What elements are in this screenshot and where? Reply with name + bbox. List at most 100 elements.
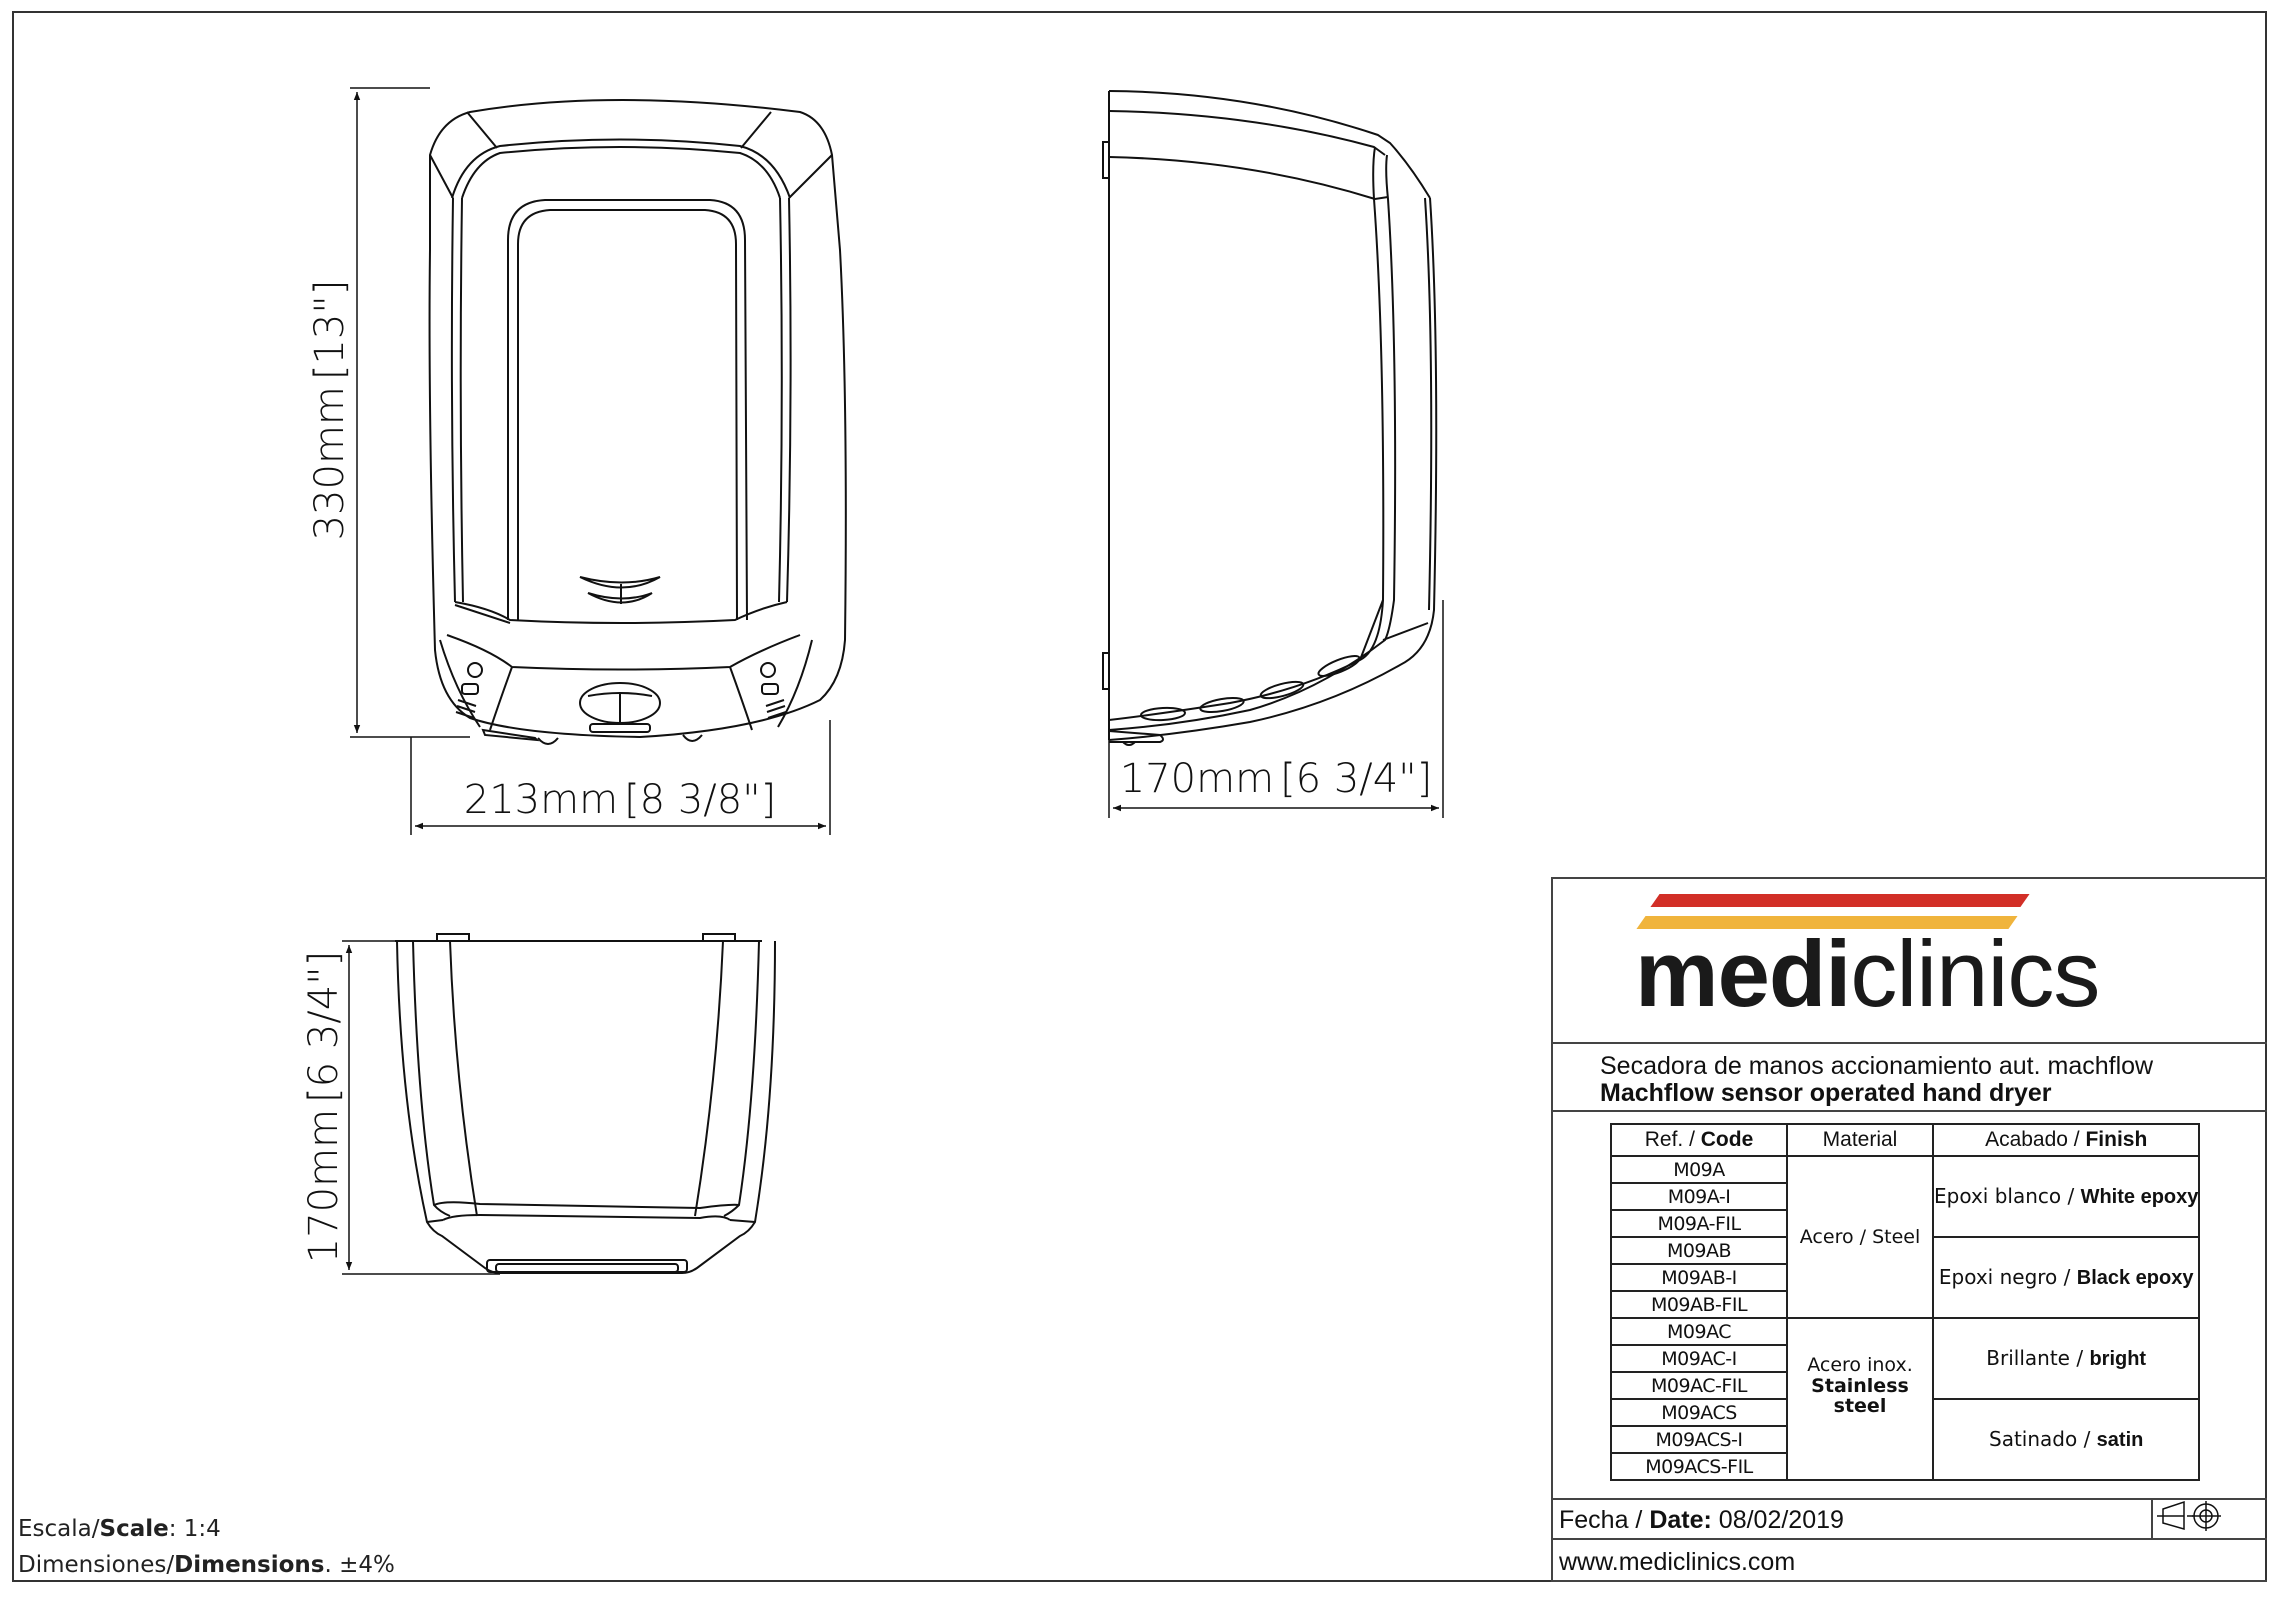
finish-cell-white-epoxy: Epoxi blanco / White epoxy [1931,1155,2201,1238]
top-view [395,933,776,1274]
table-row: M09ACS Satinado / satin [1610,1398,2201,1481]
table-row: M09A-FIL [1610,1209,2199,1238]
date-value: 08/02/2019 [1711,1506,1844,1534]
side-depth-mm: 170mm [1120,756,1274,802]
side-depth-dimension [1108,600,1444,818]
codes-table-area: Ref. / Code Material Acabado / Finish M0… [1553,1110,2267,1498]
front-height-label: 330mm[13"] [307,280,353,541]
scale-label-en: Scale [99,1516,169,1542]
title-block: mediclinics Secadora de manos accionamie… [1551,877,2267,1582]
header-code-es: Ref. / [1644,1128,1701,1151]
code-cell: M09A [1610,1155,1788,1184]
header-material: Material [1786,1123,1934,1157]
table-row: M09AC-FIL [1610,1371,2199,1400]
svg-text:170mm[6 3/4"]: 170mm[6 3/4"] [301,951,347,1263]
finish-es: Epoxi blanco / [1934,1184,2081,1208]
projection-symbol-cell [2151,1500,2267,1538]
logo-stripe-red [1650,894,2030,907]
projection-symbol-icon [2157,1500,2221,1531]
code-cell: M09AB-FIL [1610,1290,1788,1319]
dimensions-label-es: Dimensiones/ [18,1552,175,1578]
front-height-mm: 330mm [307,386,353,540]
dimensions-tolerance-value: . ±4% [324,1552,395,1578]
logo-word-bold: medi [1635,921,1851,1026]
scale-label-es: Escala/ [18,1516,100,1542]
table-row: M09A Acero / Steel Epoxi blanco / White … [1610,1155,2201,1319]
front-width-dimension [410,720,831,835]
finish-es: Satinado / [1989,1427,2097,1451]
side-depth-label: 170mm[6 3/4"] [1120,756,1432,802]
sheet-border [12,11,2267,1582]
front-width-inch: 8 3/8" [640,777,761,823]
table-row: M09AC Acero inox.Stainless steel Brillan… [1610,1317,2201,1481]
dimensions-tolerance-note: Dimensiones/Dimensions. ±4% [18,1552,395,1578]
top-depth-label: 170mm[6 3/4"] [301,951,347,1263]
finish-en: Black epoxy [2076,1267,2194,1289]
finish-cell-bright: Brillante / bright [1931,1317,2201,1400]
finish-es: Brillante / [1986,1346,2090,1370]
date-row: Fecha / Date: 08/02/2019 [1553,1498,2267,1538]
front-height-inch: 13" [307,295,353,364]
code-cell: M09ACS [1610,1398,1788,1427]
header-finish-es: Acabado / [1985,1128,2086,1151]
table-row: M09A-I [1610,1182,2199,1211]
brand-logo: mediclinics [1553,879,2267,1042]
finish-en: bright [2089,1348,2147,1370]
code-cell: M09AC [1610,1317,1788,1346]
table-row: M09AB Epoxi negro / Black epoxy [1610,1236,2201,1319]
side-depth-inch: 6 3/4" [1296,756,1417,802]
code-cell: M09A-I [1610,1182,1788,1211]
code-cell: M09AC-I [1610,1344,1788,1373]
finish-es: Epoxi negro / [1938,1265,2077,1289]
code-cell: M09A-FIL [1610,1209,1788,1238]
dimensions-label-en: Dimensions [174,1552,325,1578]
table-row: M09ACS-FIL [1610,1452,2199,1481]
code-cell: M09ACS-I [1610,1425,1788,1454]
website-link[interactable]: www.mediclinics.com [1559,1548,1796,1576]
scale-note: Escala/Scale: 1:4 [18,1516,221,1542]
table-row: M09AC-I [1610,1344,2199,1373]
header-finish-en: Finish [2085,1128,2148,1151]
code-cell: M09AC-FIL [1610,1371,1788,1400]
material-cell-steel: Acero / Steel [1786,1155,1934,1319]
product-codes-table: Ref. / Code Material Acabado / Finish M0… [1610,1123,2201,1481]
description-spanish: Secadora de manos accionamiento aut. mac… [1600,1052,2154,1080]
top-depth-inch: 6 3/4" [301,966,347,1087]
top-depth-mm: 170mm [301,1109,347,1263]
front-height-dimension [350,87,470,738]
date-label-es: Fecha / [1559,1506,1650,1534]
date-label-en: Date: [1649,1506,1712,1534]
scale-value: : 1:4 [168,1516,221,1542]
url-row: www.mediclinics.com [1553,1538,2267,1582]
table-row: M09AB-I [1610,1263,2199,1292]
table-row: M09ACS-I [1610,1425,2199,1454]
table-header-row: Ref. / Code Material Acabado / Finish [1610,1123,2201,1157]
finish-cell-black-epoxy: Epoxi negro / Black epoxy [1931,1236,2201,1319]
front-width-label: 213mm[8 3/8"] [464,777,776,823]
header-code: Ref. / Code [1610,1123,1788,1157]
top-depth-dimension [342,940,500,1275]
material-cell-stainless: Acero inox.Stainless steel [1786,1317,1934,1481]
logo-word-light: clinics [1850,921,2100,1026]
code-cell: M09ACS-FIL [1610,1452,1788,1481]
table-row: M09AB-FIL [1610,1290,2199,1319]
finish-en: satin [2096,1429,2144,1451]
svg-text:330mm[13"]: 330mm[13"] [307,280,353,541]
code-cell: M09AB-I [1610,1263,1788,1292]
front-view [428,99,847,745]
logo-wordmark: mediclinics [1635,927,2100,1021]
side-view [1102,90,1438,746]
material-stainless-en: Stainless steel [1811,1375,1909,1417]
header-finish: Acabado / Finish [1931,1123,2201,1157]
finish-cell-satin: Satinado / satin [1931,1398,2201,1481]
code-cell: M09AB [1610,1236,1788,1265]
front-width-mm: 213mm [464,777,618,823]
description-english: Machflow sensor operated hand dryer [1600,1079,2052,1107]
header-code-en: Code [1700,1128,1754,1151]
product-description: Secadora de manos accionamiento aut. mac… [1553,1042,2267,1110]
date-text: Fecha / Date: 08/02/2019 [1559,1506,1844,1535]
material-stainless-es: Acero inox. [1807,1354,1913,1376]
material-steel-label: Acero / Steel [1799,1226,1921,1248]
